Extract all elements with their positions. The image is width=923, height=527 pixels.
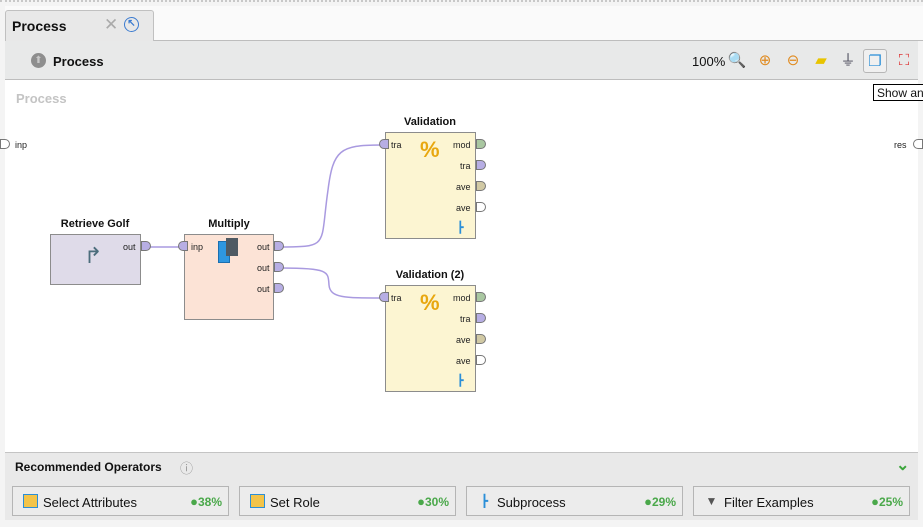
port-label: mod [453, 140, 471, 150]
port-label: ave [456, 203, 471, 213]
output-port[interactable] [141, 241, 151, 251]
operator-validation[interactable]: % ┣ [385, 132, 476, 239]
users-icon: ● [871, 494, 879, 509]
output-port[interactable] [476, 292, 486, 302]
operator-retrieve-golf[interactable]: ↱ [50, 234, 141, 285]
recommended-label: Subprocess [497, 495, 566, 510]
port-label: out [123, 242, 136, 252]
port-label: tra [391, 140, 402, 150]
recommended-filter-examples[interactable]: ▼ Filter Examples ● 25% [693, 486, 910, 516]
output-port[interactable] [476, 313, 486, 323]
filter-icon: ▼ [705, 494, 718, 508]
port-label: res [894, 140, 907, 150]
retrieve-icon: ↱ [84, 243, 103, 268]
operator-title: Validation (2) [395, 269, 465, 281]
subprocess-icon[interactable]: ┣ [457, 375, 464, 387]
port-label: out [257, 242, 270, 252]
port-label: inp [191, 242, 204, 252]
port-label: inp [15, 140, 28, 150]
info-icon[interactable]: ⓘ [180, 461, 194, 476]
add-note-icon[interactable]: ▰ [815, 52, 827, 69]
operator-multiply[interactable] [184, 234, 274, 320]
output-port[interactable] [274, 283, 284, 293]
port-label: tra [460, 314, 471, 324]
parent-process-icon[interactable]: ⬆ [31, 53, 46, 68]
table-icon [23, 494, 38, 508]
recommended-label: Select Attributes [43, 495, 137, 510]
zoom-in-icon[interactable]: ⊕ [758, 52, 772, 69]
tooltip: Show an [873, 84, 923, 101]
table-edit-icon [250, 494, 265, 508]
port-label: out [257, 284, 270, 294]
zoom-out-icon[interactable]: ⊖ [786, 52, 800, 69]
validation-icon: % [420, 290, 440, 315]
operator-title: Validation [404, 116, 456, 128]
process-toolbar: ⬆ Process 100% 🔍 ⊕ ⊖ ▰ ⏚ ❐ ⛶ [5, 41, 918, 80]
recommended-set-role[interactable]: Set Role ● 30% [239, 486, 456, 516]
tab-label: Process [12, 18, 67, 34]
operator-title: Retrieve Golf [60, 218, 130, 230]
canvas-title: Process [16, 91, 67, 106]
port-label: ave [456, 335, 471, 345]
recommended-title: Recommended Operators [15, 460, 162, 474]
recommended-label: Filter Examples [724, 495, 814, 510]
input-port[interactable] [178, 241, 188, 251]
fit-canvas-icon[interactable]: ⛶ [898, 52, 910, 69]
recommended-label: Set Role [270, 495, 320, 510]
recommended-subprocess[interactable]: ┣ Subprocess ● 29% [466, 486, 683, 516]
recommended-percent: 29% [651, 495, 676, 509]
operator-validation-2[interactable]: % ┣ [385, 285, 476, 392]
process-result-port[interactable] [913, 139, 923, 149]
output-port[interactable] [476, 181, 486, 191]
recommended-percent: 30% [424, 495, 449, 509]
chevron-down-icon[interactable]: ⌄ [896, 457, 910, 474]
tab-process[interactable]: Process ✕ ↖ [5, 10, 154, 41]
input-port[interactable] [379, 292, 389, 302]
connection-multiply-validation [281, 144, 382, 248]
operator-title: Multiply [208, 218, 250, 230]
tab-strip [5, 6, 923, 41]
restore-icon[interactable]: ↖ [124, 17, 139, 32]
recommended-select-attributes[interactable]: Select Attributes ● 38% [12, 486, 229, 516]
users-icon: ● [190, 494, 198, 509]
users-icon: ● [417, 494, 425, 509]
auto-wire-icon[interactable]: ⏚ [840, 52, 856, 69]
output-port[interactable] [274, 262, 284, 272]
output-port[interactable] [476, 160, 486, 170]
output-port[interactable] [476, 202, 486, 212]
validation-icon: % [420, 137, 440, 162]
port-label: tra [391, 293, 402, 303]
output-port[interactable] [476, 334, 486, 344]
panel-border [0, 0, 923, 6]
output-port[interactable] [476, 355, 486, 365]
recommended-percent: 38% [197, 495, 222, 509]
port-label: ave [456, 356, 471, 366]
port-label: out [257, 263, 270, 273]
close-icon[interactable]: ✕ [104, 15, 119, 34]
recommended-percent: 25% [878, 495, 903, 509]
zoom-level: 100% [692, 54, 726, 69]
users-icon: ● [644, 494, 652, 509]
output-port[interactable] [476, 139, 486, 149]
subprocess-icon: ┣ [480, 494, 489, 508]
subprocess-icon[interactable]: ┣ [457, 222, 464, 234]
port-label: mod [453, 293, 471, 303]
port-label: ave [456, 182, 471, 192]
breadcrumb[interactable]: Process [53, 54, 104, 69]
input-port[interactable] [379, 139, 389, 149]
output-port[interactable] [274, 241, 284, 251]
connection-multiply-validation2 [281, 267, 382, 299]
zoom-reset-icon[interactable]: 🔍 [727, 52, 747, 69]
port-label: tra [460, 161, 471, 171]
process-input-port[interactable] [0, 139, 10, 149]
show-all-icon[interactable]: ❐ [863, 49, 887, 73]
